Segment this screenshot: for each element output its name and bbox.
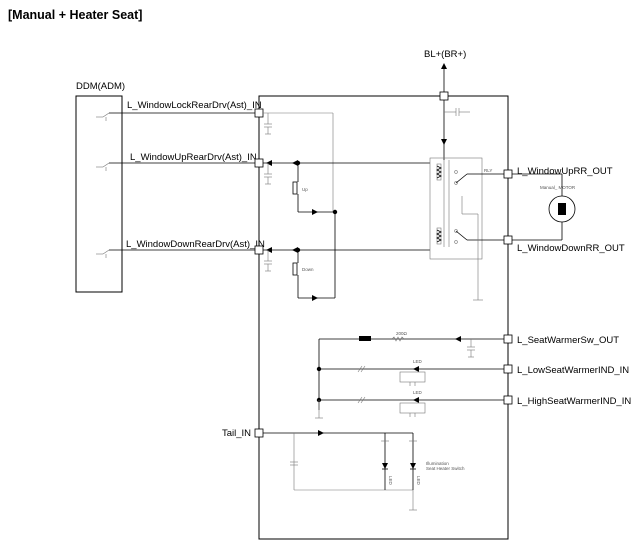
tail-diode-icon: [318, 430, 324, 436]
input-up-rear-label: L_WindowUpRearDrv(Ast)_IN: [130, 152, 257, 163]
terminal-tail: [254, 428, 264, 438]
ddm-label: DDM(ADM): [76, 81, 125, 92]
input-down-rear-label: L_WindowDownRearDrv(Ast)_IN: [126, 239, 265, 250]
relay-coil-up: [436, 163, 442, 181]
terminal-low-seat-warmer: [503, 364, 513, 374]
relay-box: [429, 157, 483, 260]
ddm-switch-down: [96, 249, 110, 258]
terminal-high-seat-warmer: [503, 395, 513, 405]
motor-label: Manual_ MOTOR: [540, 185, 576, 190]
terminal-up-rear: [254, 158, 264, 168]
output-high-seat-warmer-label: L_HighSeatWarmerIND_IN: [517, 396, 631, 407]
terminal-down-rr: [503, 235, 513, 245]
terminal-up-rr: [503, 169, 513, 179]
relay-contact-up: [454, 170, 504, 185]
terminal-lock-rear: [254, 108, 264, 118]
low-indicator-led-label: LED: [413, 359, 423, 364]
filter-cap-lock: [264, 113, 272, 135]
seat-warmer-ground-cap: [467, 339, 475, 358]
illumination-note-line-2: Seat Heater Switch: [426, 466, 465, 471]
illumination-led-1-icon: [382, 463, 388, 469]
down-switch-label: Down: [302, 267, 314, 272]
power-label: BL+(BR+): [424, 49, 466, 60]
high-indicator-led-label: LED: [413, 390, 423, 395]
ddm-switch-lock: [96, 112, 110, 121]
filter-cap-up: [264, 163, 272, 185]
illumination-led-2-label: LED: [416, 476, 421, 486]
relay-contact-down: [454, 229, 504, 244]
ddm-module-box: [75, 95, 123, 293]
seat-warmer-fuse-icon: [359, 336, 371, 341]
power-terminal: [439, 91, 449, 101]
illumination-led-1-label: LED: [388, 476, 393, 486]
terminal-down-rear: [254, 245, 264, 255]
output-down-rr-label: L_WindowDownRR_OUT: [517, 243, 625, 254]
resistor-label: 200Ω: [396, 331, 408, 336]
up-switch-label: Up: [302, 187, 308, 192]
up-switch-arrow-icon: [312, 209, 318, 215]
seat-warmer-diode-icon: [455, 336, 461, 342]
up-switch-icon: [292, 181, 298, 195]
down-arrow-in-icon: [266, 247, 272, 253]
down-switch-arrow-icon: [312, 295, 318, 301]
output-up-rr-label: L_WindowUpRR_OUT: [517, 166, 613, 177]
low-indicator-led-icon: [413, 366, 419, 372]
motor-armature-icon: [558, 203, 566, 215]
power-diode-icon: [441, 139, 447, 145]
high-indicator-led-icon: [413, 397, 419, 403]
illumination-note-line-1: Illumination: [426, 461, 449, 466]
up-arrow-in-icon: [266, 160, 272, 166]
seat-module-box: [258, 95, 509, 540]
down-switch-icon: [292, 262, 298, 276]
motor-icon: [548, 195, 576, 223]
relay-coil-down: [436, 227, 442, 245]
diagram-title: [Manual + Heater Seat]: [8, 8, 142, 22]
power-arrow-icon: [441, 63, 447, 69]
relay-label: RLY: [484, 168, 492, 173]
input-tail-label: Tail_IN: [222, 428, 251, 439]
terminal-seat-warmer-sw: [503, 334, 513, 344]
filter-cap-down: [264, 250, 272, 272]
seat-warmer-resistor-icon: [391, 336, 405, 342]
input-lock-rear-label: L_WindowLockRearDrv(Ast)_IN: [127, 100, 262, 111]
illumination-led-2-icon: [410, 463, 416, 469]
output-seat-warmer-sw-label: L_SeatWarmerSw_OUT: [517, 335, 619, 346]
ddm-switch-up: [96, 162, 110, 171]
output-low-seat-warmer-label: L_LowSeatWarmerIND_IN: [517, 365, 629, 376]
